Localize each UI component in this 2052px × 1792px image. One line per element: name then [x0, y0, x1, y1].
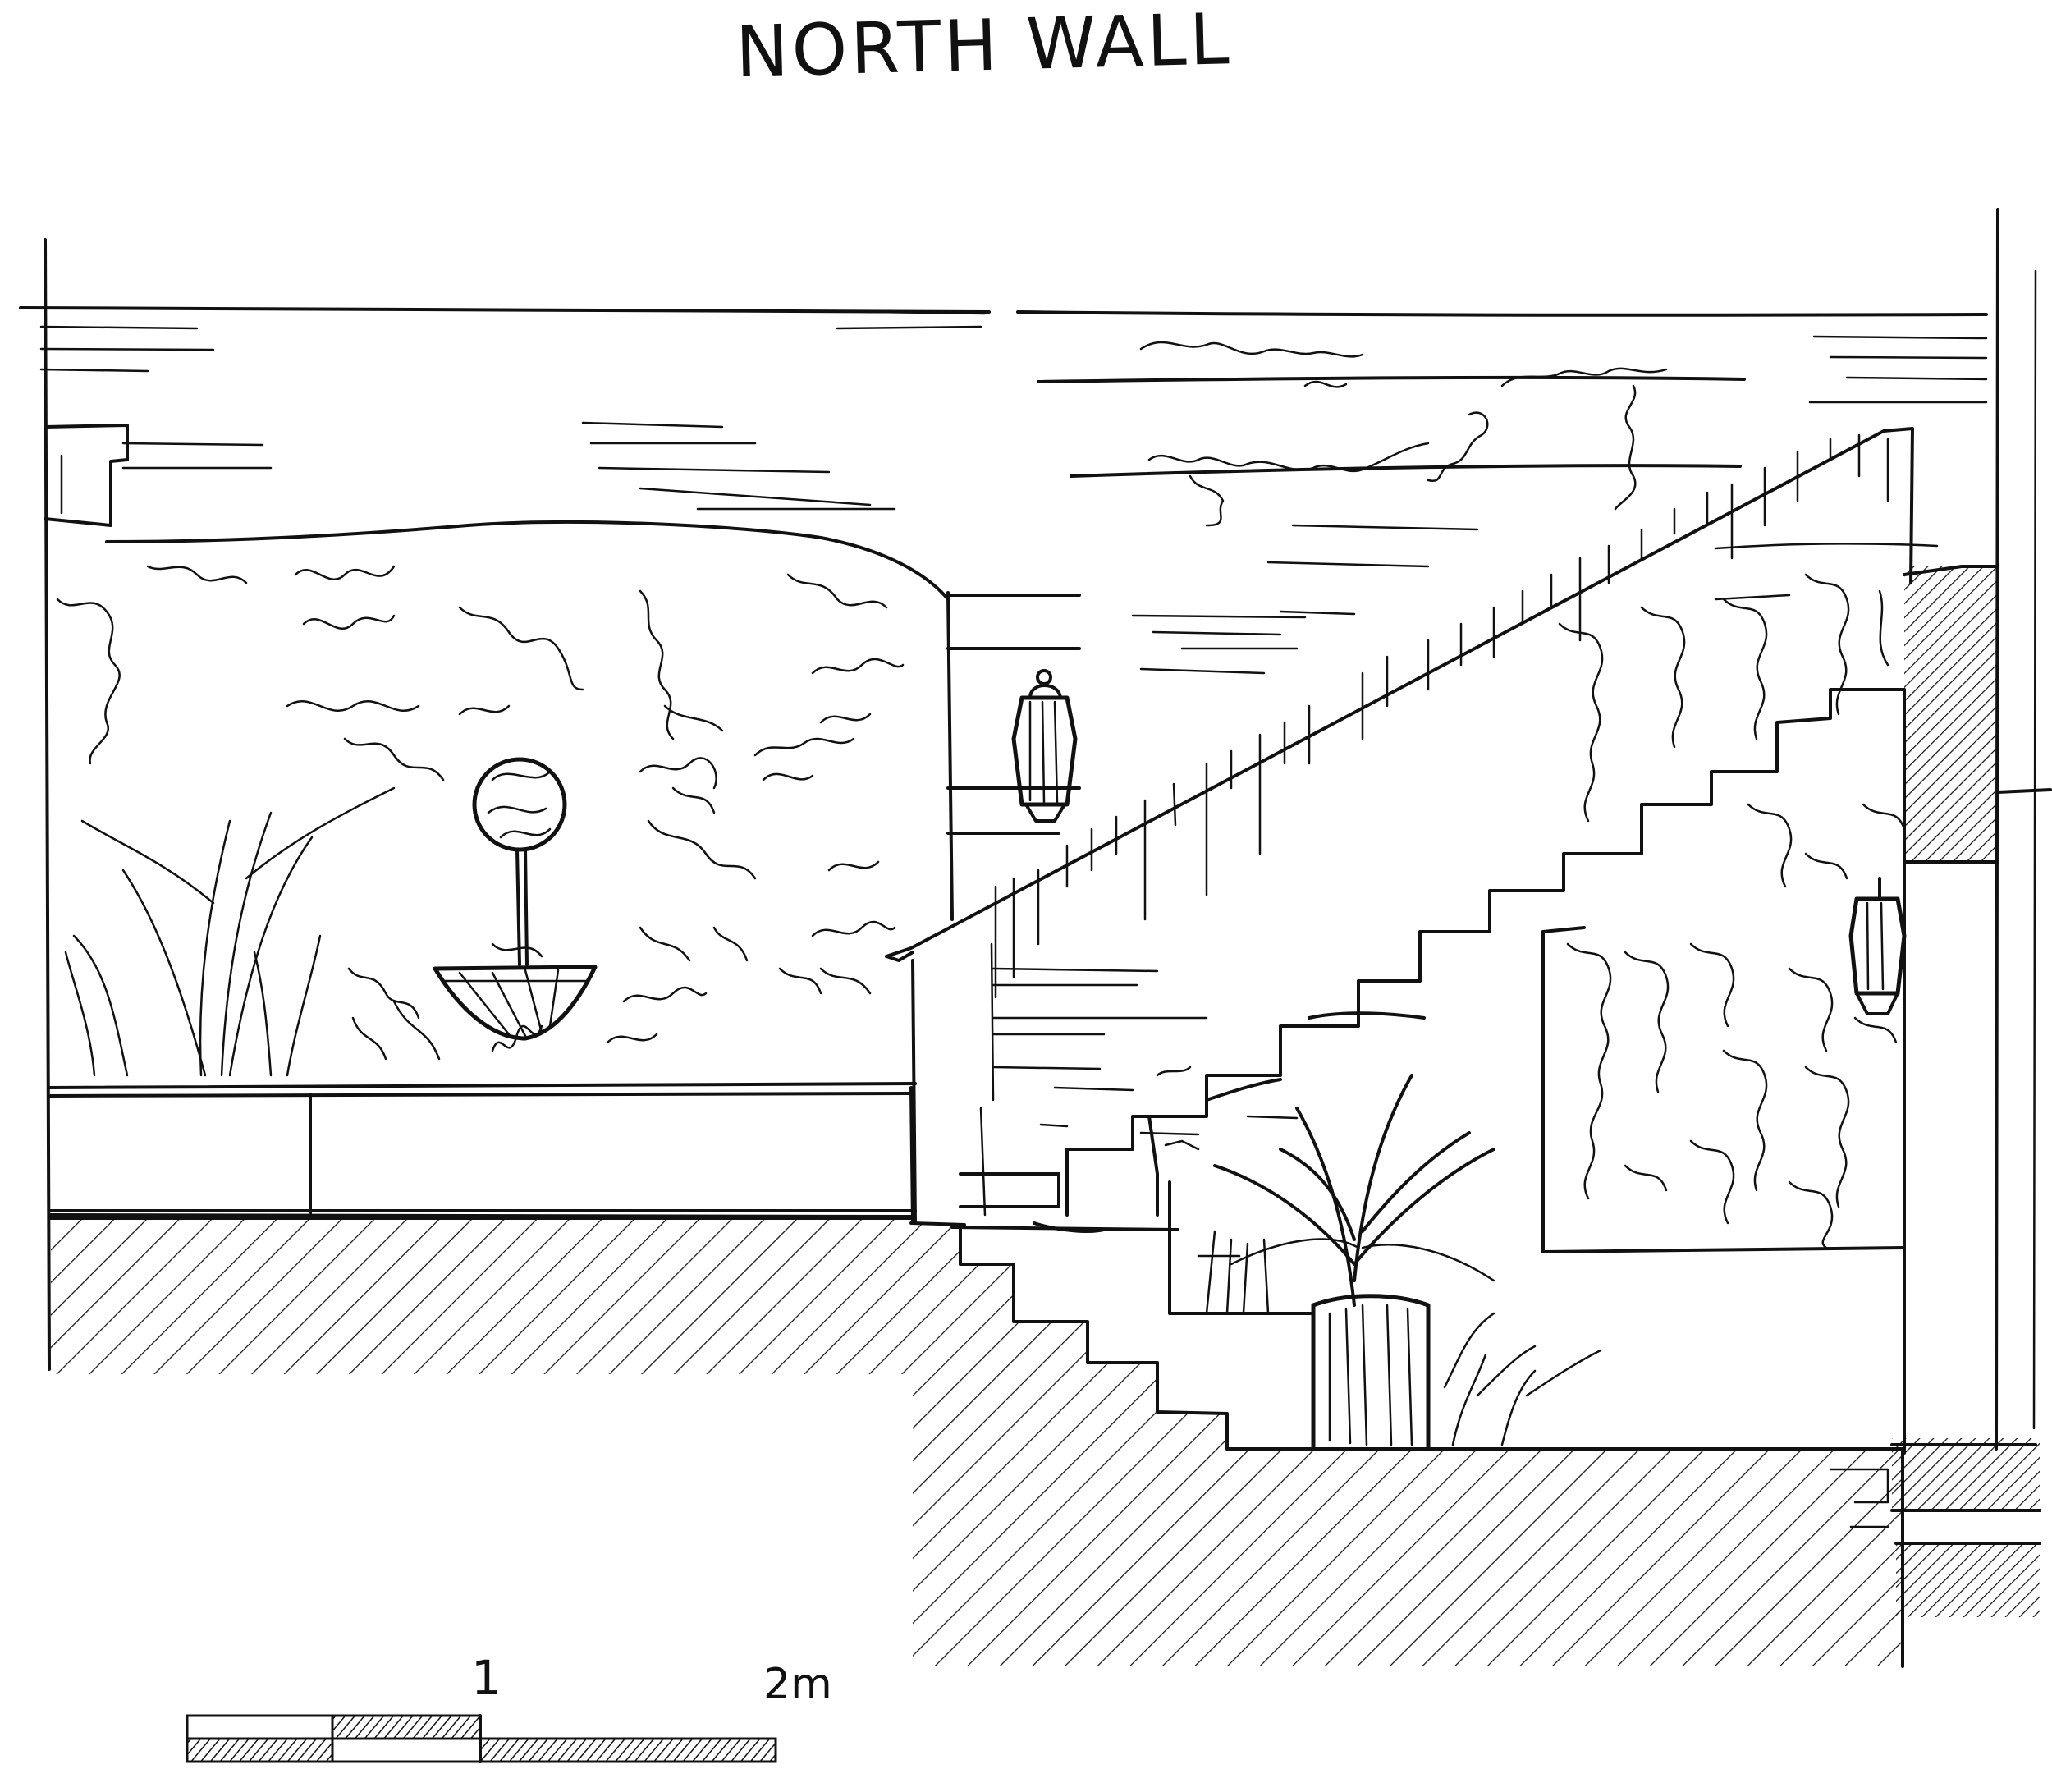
frame-lines — [19, 208, 2037, 1451]
climbing-plants — [1558, 573, 1906, 1249]
left-garden-wall — [44, 424, 1081, 1374]
wall-lantern-icon — [1848, 877, 1907, 1015]
hanging-basket-icon — [433, 965, 598, 1041]
wall-lantern-icon — [946, 647, 1081, 835]
palm-plant-icon — [1205, 1074, 1602, 1451]
left-ground-hatch — [51, 1218, 913, 1374]
scale-label-1: 1 — [471, 1650, 502, 1706]
topiary-tree-icon — [472, 757, 567, 966]
scale-label-2m: 2m — [763, 1660, 832, 1709]
scale-bar — [186, 1714, 777, 1763]
right-pier — [1890, 565, 2052, 1617]
sky-strokes — [39, 309, 1988, 675]
right-ground — [913, 1225, 1906, 1668]
